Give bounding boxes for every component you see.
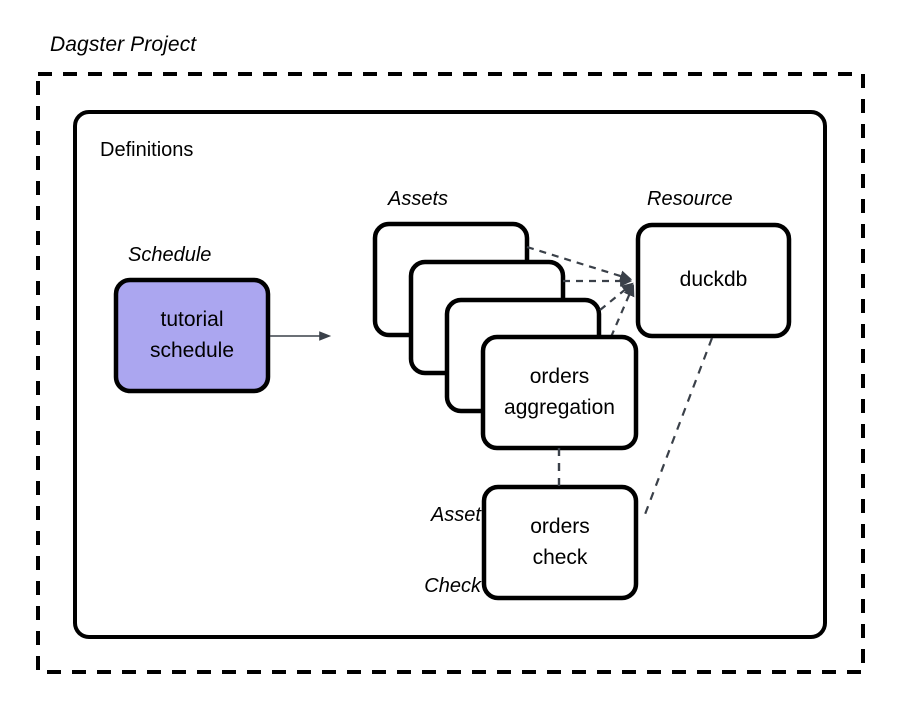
asset-node-line1: orders (529, 365, 590, 389)
edge-asset-front-to-resource (609, 283, 635, 338)
resource-box-duckdb[interactable] (635, 222, 792, 339)
resource-node-text: duckdb (638, 225, 789, 336)
schedule-group-label: Schedule (128, 244, 212, 266)
schedule-box-tutorial-schedule[interactable] (113, 277, 271, 394)
asset-node-line2: aggregation (504, 395, 615, 419)
asset-check-node-text: orders check (484, 487, 636, 598)
asset-check-group-label-line1: Asset (430, 504, 481, 527)
asset-node-text: orders aggregation (483, 337, 636, 448)
schedule-node-line2: schedule (149, 338, 235, 362)
schedule-node-text: tutorial schedule (116, 280, 268, 391)
edge-asset1-to-resource (599, 282, 634, 311)
schedule-node-line1: tutorial (160, 308, 224, 332)
asset-check-group-label-line2: Check (424, 574, 481, 597)
resource-node-line1: duckdb (679, 268, 748, 292)
definitions-label: Definitions (100, 139, 194, 161)
resource-group-label: Resource (647, 188, 733, 210)
asset-check-node-line1: orders (530, 515, 590, 539)
asset-check-box-orders-check[interactable] (481, 484, 639, 601)
project-boundary (36, 72, 865, 674)
project-title: Dagster Project (50, 33, 197, 56)
edge-asset3-to-resource (526, 245, 633, 282)
edge-resource-to-asset-check (642, 337, 714, 518)
asset-check-group-label: Asset Check (360, 457, 481, 646)
assets-group-label: Assets (388, 188, 449, 210)
asset-check-node-line2: check (532, 545, 588, 569)
